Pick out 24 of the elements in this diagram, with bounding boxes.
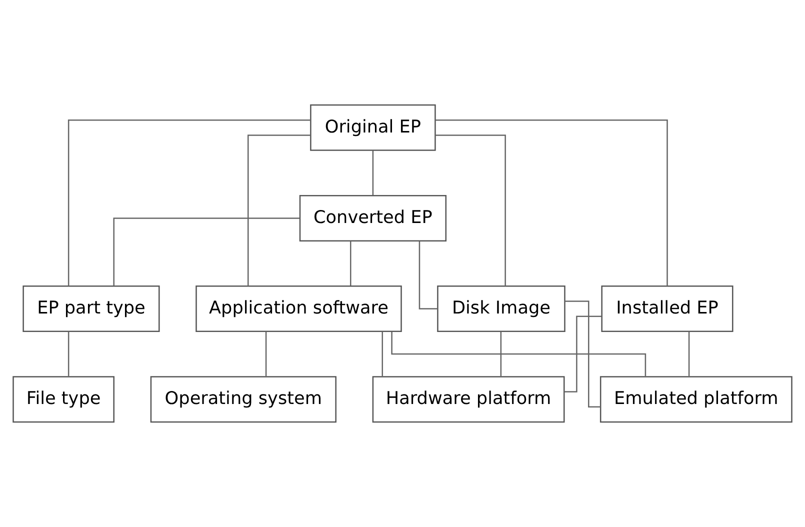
node-box: Hardware platform [372, 376, 565, 423]
connector [391, 332, 646, 376]
connector [68, 120, 311, 286]
node-box: Converted EP [299, 194, 447, 242]
connector [418, 241, 438, 310]
connector [113, 218, 300, 286]
node-box: Application software [196, 286, 402, 332]
connector [265, 332, 267, 376]
node-box: Disk Image [437, 286, 566, 332]
connector [688, 332, 690, 376]
node-box: EP part type [22, 286, 160, 332]
connector [248, 134, 311, 286]
node-box: Installed EP [601, 286, 734, 332]
connector [500, 332, 502, 376]
node-box: Original EP [310, 104, 436, 151]
connector [435, 134, 506, 286]
connector [372, 150, 374, 196]
connector [435, 120, 668, 286]
node-box: File type [12, 376, 114, 423]
connector [350, 241, 352, 286]
node-box: Operating system [150, 376, 336, 423]
node-box: Emulated platform [600, 376, 792, 423]
connector [382, 332, 383, 376]
connector [68, 332, 70, 376]
